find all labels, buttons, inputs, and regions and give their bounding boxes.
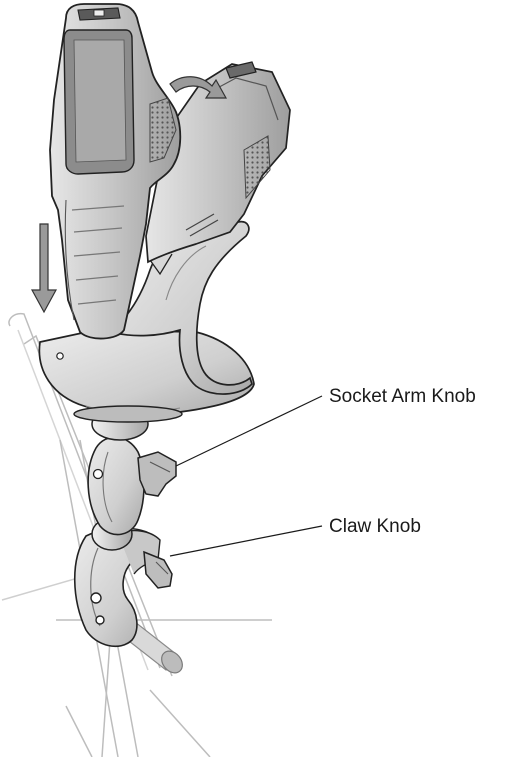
cradle-base <box>39 330 254 422</box>
claw-knob-label: Claw Knob <box>329 516 421 538</box>
claw-knob-leader <box>170 526 322 556</box>
claw-knob <box>144 552 172 588</box>
socket-arm-knob <box>138 452 176 496</box>
socket-arm-knob-label: Socket Arm Knob <box>329 386 476 408</box>
down-arrow-icon <box>32 224 56 312</box>
socket-arm <box>88 437 144 534</box>
